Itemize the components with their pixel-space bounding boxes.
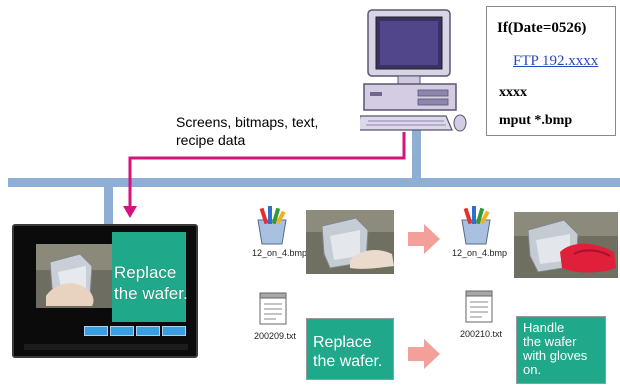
text-file-name-before: 200209.txt bbox=[254, 331, 297, 341]
panel-network-drop bbox=[104, 186, 113, 224]
script-user: xxxx bbox=[499, 85, 527, 100]
panel-button-2[interactable] bbox=[110, 326, 134, 336]
panel-message-line2: the wafer. bbox=[114, 284, 188, 303]
script-condition: If(Date=0526) bbox=[497, 20, 587, 36]
transfer-arrow bbox=[123, 132, 406, 218]
panel-message: Replace the wafer. bbox=[114, 262, 188, 304]
panel-button-1[interactable] bbox=[84, 326, 108, 336]
computer-icon bbox=[360, 9, 467, 132]
update-arrow-top bbox=[408, 224, 440, 254]
update-arrow-bottom bbox=[408, 339, 440, 369]
transfer-caption: Screens, bitmaps, text, recipe data bbox=[176, 113, 318, 149]
message-card-after: Handle the wafer with gloves on. bbox=[516, 316, 606, 384]
message-card-before-line2: the wafer. bbox=[313, 353, 383, 370]
text-notepad-icon bbox=[259, 292, 287, 325]
wafer-machine-photo bbox=[36, 244, 112, 308]
pc-network-drop bbox=[412, 128, 421, 180]
transfer-caption-line2: recipe data bbox=[176, 132, 246, 148]
bitmap-tools-icon bbox=[257, 206, 287, 245]
touch-panel: Replace the wafer. bbox=[12, 224, 198, 358]
text-file-name-after: 200210.txt bbox=[460, 329, 503, 339]
bitmap-tools-icon bbox=[461, 206, 491, 245]
ftp-script-box: If(Date=0526) FTP 192.xxxx xxxx mput *.b… bbox=[486, 6, 616, 136]
message-card-before: Replace the wafer. bbox=[306, 318, 394, 380]
message-card-after-line1: Handle bbox=[523, 320, 565, 335]
panel-message-line1: Replace bbox=[114, 263, 177, 282]
network-bus bbox=[8, 178, 620, 187]
message-card-after-line3: with gloves bbox=[523, 348, 588, 363]
bitmap-file-name-before: 12_on_4.bmp bbox=[252, 248, 308, 258]
wafer-machine-photo bbox=[306, 210, 394, 274]
text-notepad-icon bbox=[465, 290, 493, 323]
message-card-after-line4: on. bbox=[523, 362, 542, 377]
script-command: mput *.bmp bbox=[499, 113, 573, 128]
bitmap-file-name-after: 12_on_4.bmp bbox=[452, 248, 508, 258]
transfer-caption-line1: Screens, bitmaps, text, bbox=[176, 114, 319, 130]
panel-button-4[interactable] bbox=[162, 326, 186, 336]
message-card-before-line1: Replace bbox=[313, 334, 372, 351]
ftp-address-link[interactable]: FTP 192.xxxx bbox=[513, 53, 599, 69]
panel-button-3[interactable] bbox=[136, 326, 160, 336]
wafer-machine-gloves-photo bbox=[514, 212, 618, 278]
panel-bezel-bar bbox=[24, 344, 188, 350]
panel-message-area bbox=[112, 232, 186, 322]
message-card-after-line2: the wafer bbox=[523, 334, 577, 349]
